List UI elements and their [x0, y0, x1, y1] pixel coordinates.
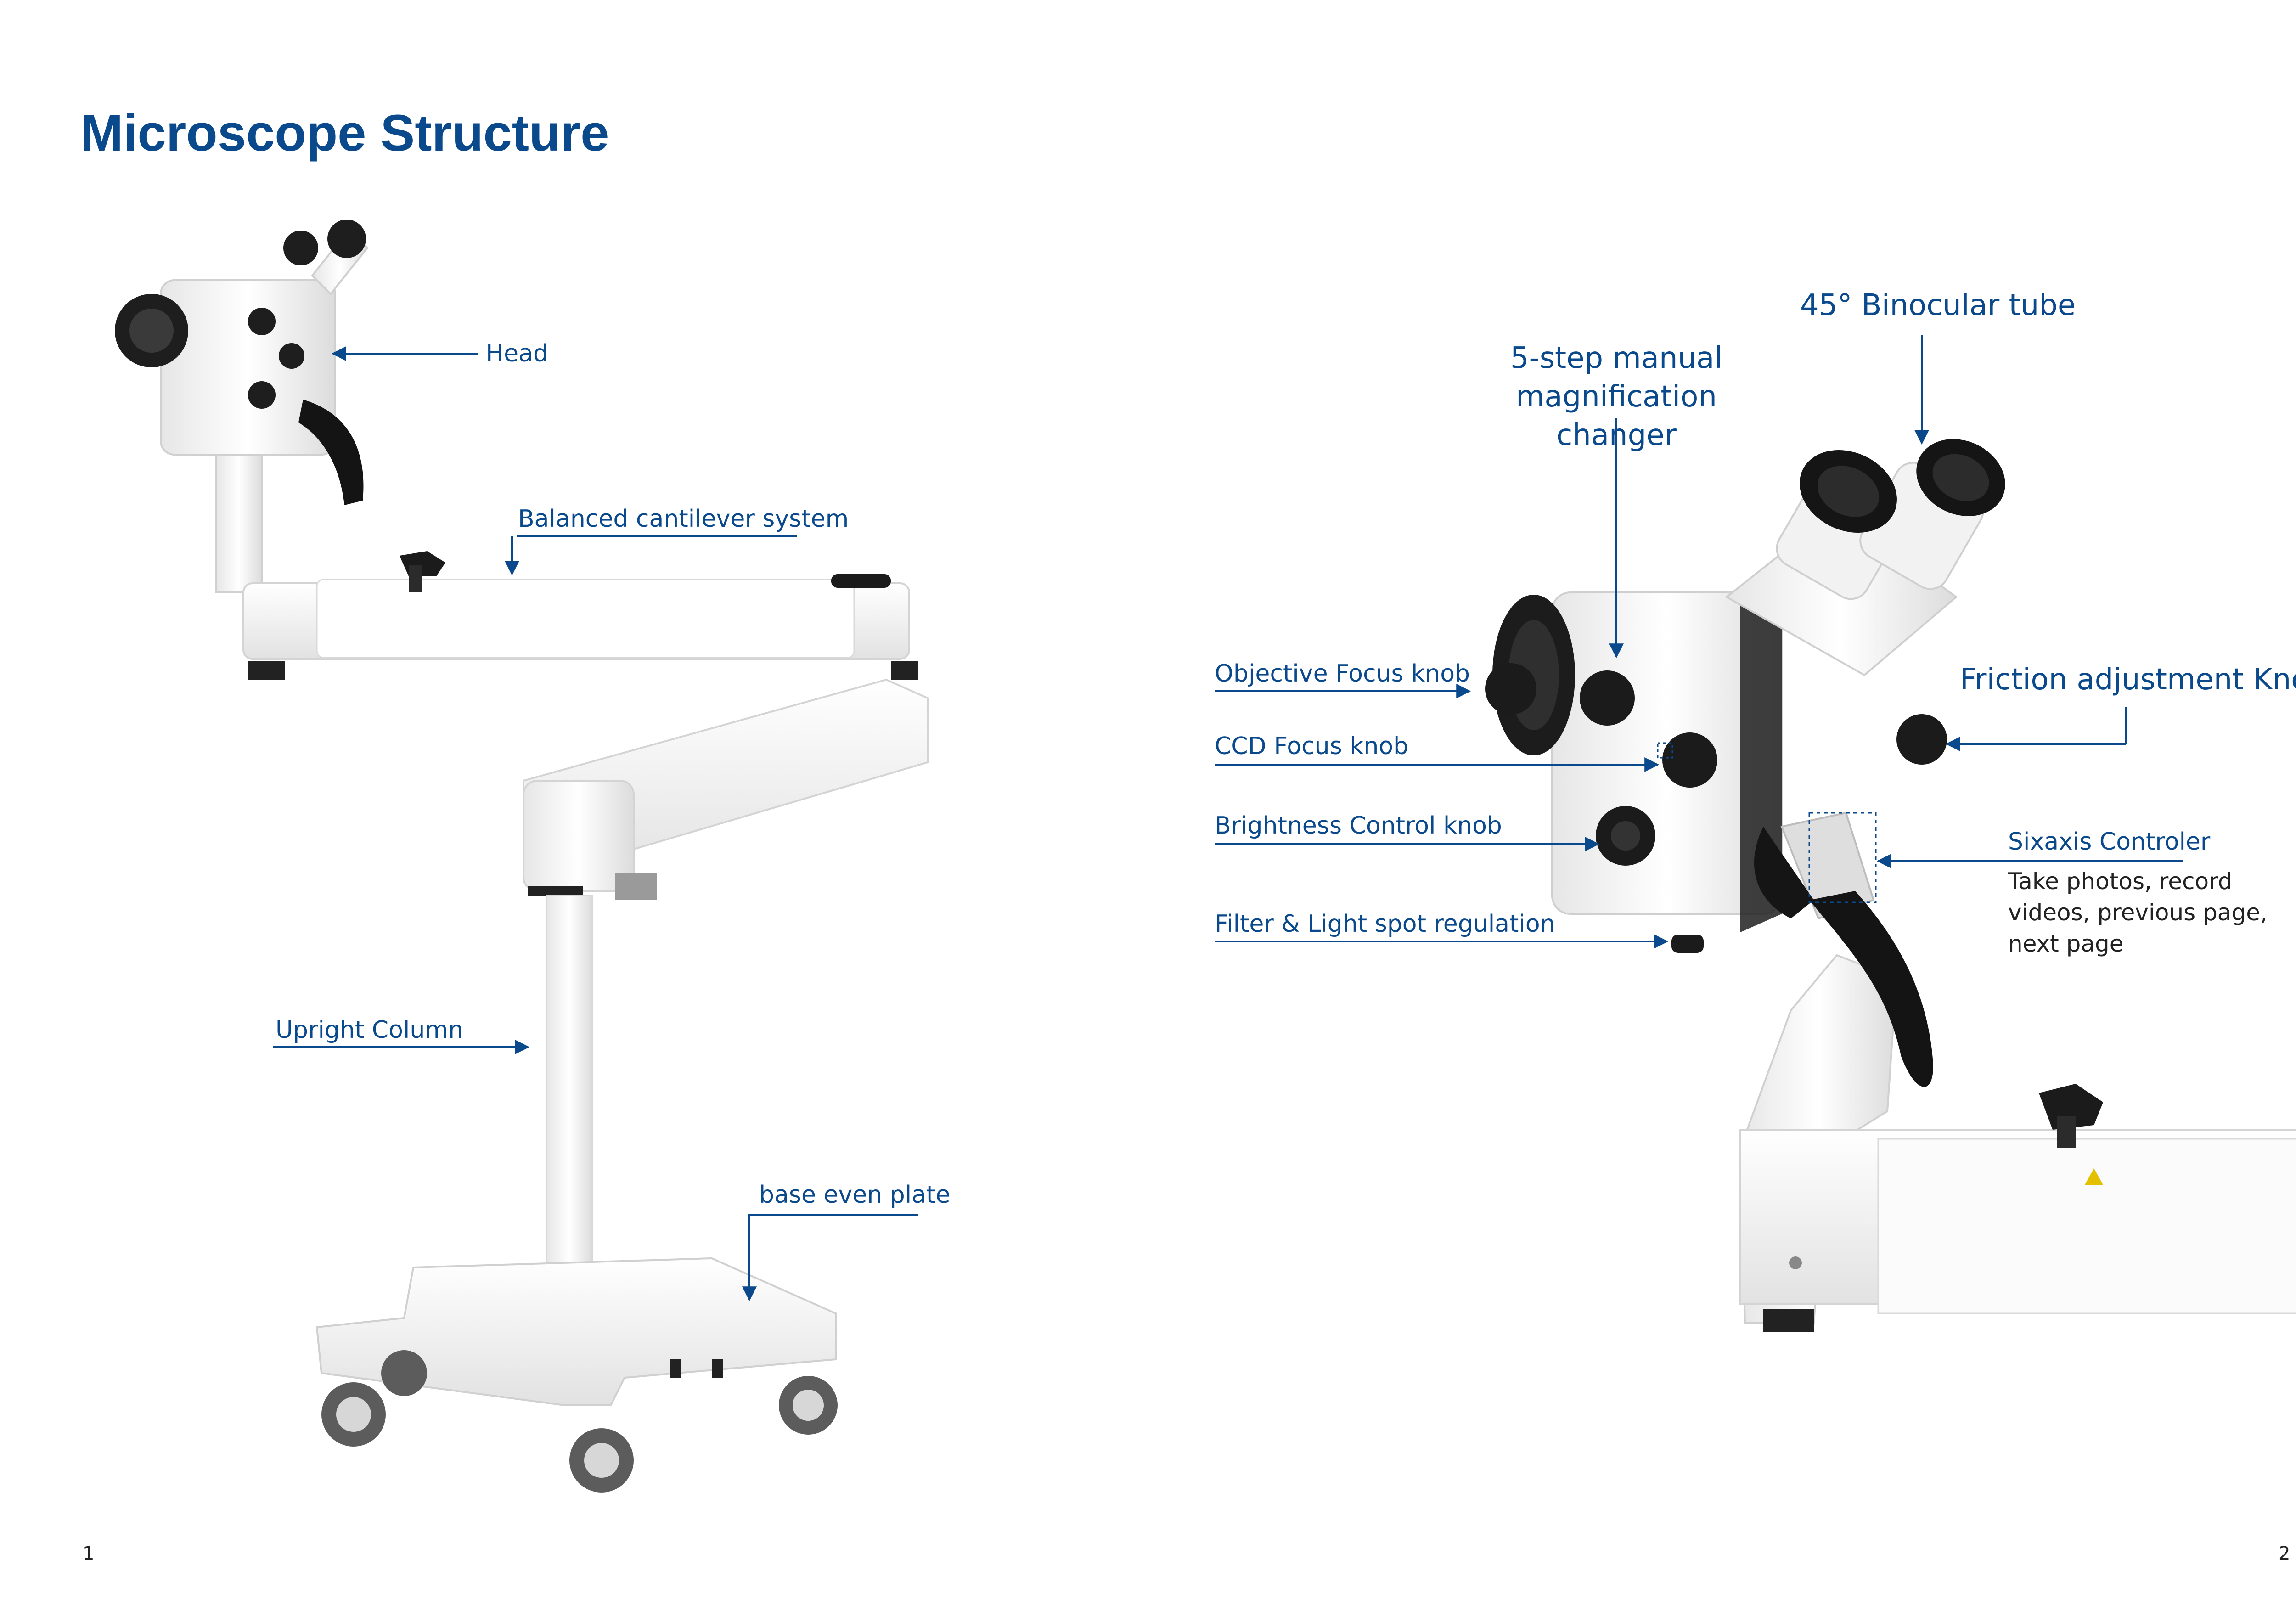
right-callout-lines [1215, 335, 2183, 949]
page-number-right: 2 [2279, 1543, 2290, 1564]
microscope-head-closeup [1485, 439, 2296, 1332]
page-number-left: 1 [83, 1543, 95, 1564]
sixaxis-description: Take photos, record videos, previous pag… [2008, 868, 2268, 957]
label-filter-light: Filter & Light spot regulation [1215, 910, 1555, 938]
label-binocular-tube: 45° Binocular tube [1800, 288, 2076, 322]
label-upright-column: Upright Column [276, 1016, 463, 1044]
microscope-full-view [115, 220, 929, 1493]
left-callout-lines [273, 346, 918, 1301]
label-base-plate: base even plate [759, 1181, 951, 1209]
label-head: Head [486, 340, 548, 367]
label-sixaxis: Sixaxis Controler [2008, 828, 2211, 856]
page-title: Microscope Structure [80, 104, 609, 162]
label-objective-focus: Objective Focus knob [1215, 660, 1470, 687]
label-magnification-changer: 5-step manual magnification changer [1510, 341, 1723, 452]
label-ccd-focus: CCD Focus knob [1215, 732, 1409, 760]
label-friction-knob: Friction adjustment Knob [1960, 663, 2296, 697]
label-brightness-control: Brightness Control knob [1215, 812, 1502, 839]
label-cantilever: Balanced cantilever system [518, 505, 849, 533]
